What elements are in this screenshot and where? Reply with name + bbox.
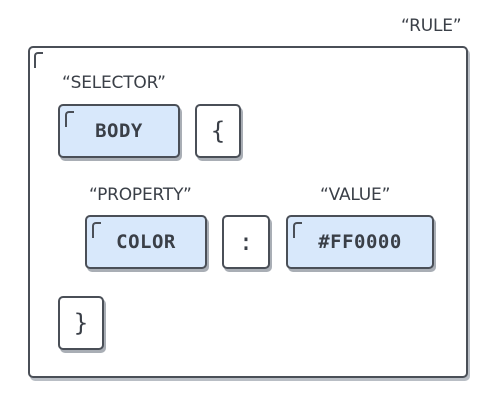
selector-text: BODY [95,120,143,142]
value-annotation: “VALUE” [320,185,391,205]
close-brace-text: } [73,309,89,337]
open-brace-text: { [210,117,226,145]
colon-text: : [238,228,254,256]
property-text: COLOR [116,231,176,253]
colon-token: : [222,215,270,269]
property-annotation: “PROPERTY” [89,185,192,205]
selector-annotation: “SELECTOR” [62,73,166,93]
corner-mark [65,111,74,127]
selector-token: BODY [58,104,180,158]
corner-mark [92,222,101,238]
corner-mark [293,222,302,238]
close-brace-token: } [58,296,104,350]
value-text: #FF0000 [318,231,402,253]
open-brace-token: { [195,104,241,158]
corner-mark [34,52,43,68]
value-token: #FF0000 [286,215,434,269]
rule-annotation: “RULE” [401,16,462,36]
property-token: COLOR [85,215,207,269]
